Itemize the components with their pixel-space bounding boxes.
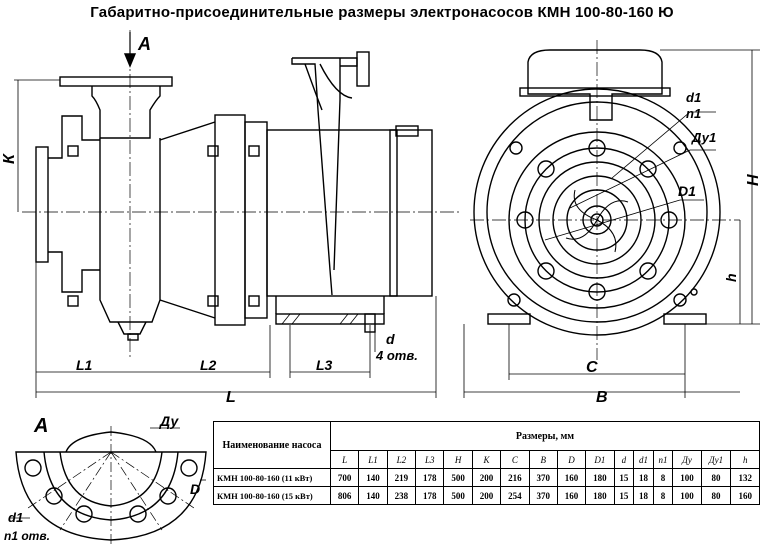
base-foot bbox=[275, 313, 385, 325]
table-cell: 806 bbox=[329, 486, 360, 505]
dim-h-small-label: h bbox=[723, 273, 739, 282]
table-cell: 200 bbox=[471, 486, 502, 505]
suction-flange bbox=[35, 146, 49, 263]
drawing-title: Габаритно-присоединительные размеры элек… bbox=[90, 4, 674, 21]
col-header: L2 bbox=[386, 450, 417, 469]
table-cell: 500 bbox=[443, 486, 473, 505]
table-cell: 180 bbox=[585, 486, 615, 505]
table-row: КМН 100-80-160 (11 кВт) 700 140 219 178 … bbox=[213, 468, 760, 487]
table-cell: 100 bbox=[672, 486, 702, 505]
col-header: D bbox=[556, 450, 587, 469]
col-header: C bbox=[500, 450, 530, 469]
holes-n1-label: n1 отв. bbox=[4, 529, 50, 543]
col-header: L bbox=[329, 450, 360, 469]
dim-dy1-label: Ду1 bbox=[691, 130, 716, 145]
table-cell: 100 bbox=[672, 468, 702, 487]
table-cell: 160 bbox=[730, 486, 760, 505]
col-header: D1 bbox=[585, 450, 615, 469]
dim-d-label: d bbox=[386, 331, 395, 347]
table-cell: 18 bbox=[633, 468, 654, 487]
discharge-flange bbox=[59, 76, 173, 87]
col-header: L3 bbox=[415, 450, 445, 469]
dim-d1-big-label: D1 bbox=[678, 183, 696, 199]
table-cell: 140 bbox=[358, 486, 388, 505]
table-cell: 178 bbox=[415, 486, 445, 505]
table-cell: 8 bbox=[652, 468, 674, 487]
col-header: Ду bbox=[672, 450, 702, 469]
col-header: n1 bbox=[652, 450, 674, 469]
motor-flange bbox=[214, 114, 246, 326]
table-row: КМН 100-80-160 (15 кВт) 806 140 238 178 … bbox=[213, 486, 760, 505]
dim-d1-bottom-label: d1 bbox=[8, 510, 23, 525]
view-a-arrow-label: А bbox=[137, 34, 151, 54]
table-cell: 160 bbox=[556, 468, 587, 487]
table-cell: 370 bbox=[528, 468, 558, 487]
table-cell: 140 bbox=[358, 468, 388, 487]
dim-d1-label: d1 bbox=[686, 90, 701, 105]
col-header: K bbox=[471, 450, 502, 469]
col-header: L1 bbox=[358, 450, 388, 469]
dim-l3-label: L3 bbox=[316, 357, 333, 373]
table-cell: 700 bbox=[329, 468, 360, 487]
col-header: h bbox=[730, 450, 760, 469]
pump-name: КМН 100-80-160 (11 кВт) bbox=[213, 468, 331, 487]
col-header: B bbox=[528, 450, 558, 469]
dim-n1-label: n1 bbox=[686, 106, 701, 121]
table-cell: 370 bbox=[528, 486, 558, 505]
pump-name: КМН 100-80-160 (15 кВт) bbox=[213, 486, 331, 505]
holes-count-label: 4 отв. bbox=[375, 348, 418, 363]
dim-l2-label: L2 bbox=[200, 357, 217, 373]
table-cell: 180 bbox=[585, 468, 615, 487]
table-cell: 178 bbox=[415, 468, 445, 487]
dim-k-label: К bbox=[1, 153, 18, 164]
table-cell: 132 bbox=[730, 468, 760, 487]
dim-b-label: B bbox=[596, 389, 608, 406]
dim-l1-label: L1 bbox=[76, 357, 93, 373]
discharge-head bbox=[527, 49, 663, 121]
dim-c-label: C bbox=[586, 359, 598, 376]
side-view bbox=[35, 51, 433, 341]
table-cell: 254 bbox=[500, 486, 530, 505]
col-header: H bbox=[443, 450, 473, 469]
motor-body bbox=[266, 129, 398, 297]
table-dims-header: Размеры, мм bbox=[330, 421, 760, 451]
table-cell: 238 bbox=[386, 486, 417, 505]
col-header: d1 bbox=[633, 450, 654, 469]
table-cell: 80 bbox=[700, 486, 732, 505]
dim-h-big-label: H bbox=[745, 174, 762, 186]
dim-d-big-label: D bbox=[190, 481, 200, 497]
table-cell: 500 bbox=[443, 468, 473, 487]
table-name-header: Наименование насоса bbox=[213, 421, 331, 469]
dimensions-table: Наименование насоса Размеры, мм L L1 L2 … bbox=[213, 421, 760, 505]
table-cell: 216 bbox=[500, 468, 530, 487]
table-cell: 15 bbox=[613, 468, 635, 487]
table-cell: 18 bbox=[633, 486, 654, 505]
table-cell: 160 bbox=[556, 486, 587, 505]
volute-casing bbox=[99, 138, 161, 323]
table-cell: 15 bbox=[613, 486, 635, 505]
dim-dy-label: Ду bbox=[159, 413, 179, 429]
table-cell: 200 bbox=[471, 468, 502, 487]
view-a-label: А bbox=[33, 415, 48, 437]
table-cell: 219 bbox=[386, 468, 417, 487]
table-column-headers: L L1 L2 L3 H K C B D D1 d d1 n1 Ду Ду1 h bbox=[214, 450, 760, 469]
col-header: Ду1 bbox=[700, 450, 732, 469]
dim-l-label: L bbox=[226, 389, 236, 406]
table-cell: 8 bbox=[652, 486, 674, 505]
table-cell: 80 bbox=[700, 468, 732, 487]
col-header: d bbox=[613, 450, 635, 469]
